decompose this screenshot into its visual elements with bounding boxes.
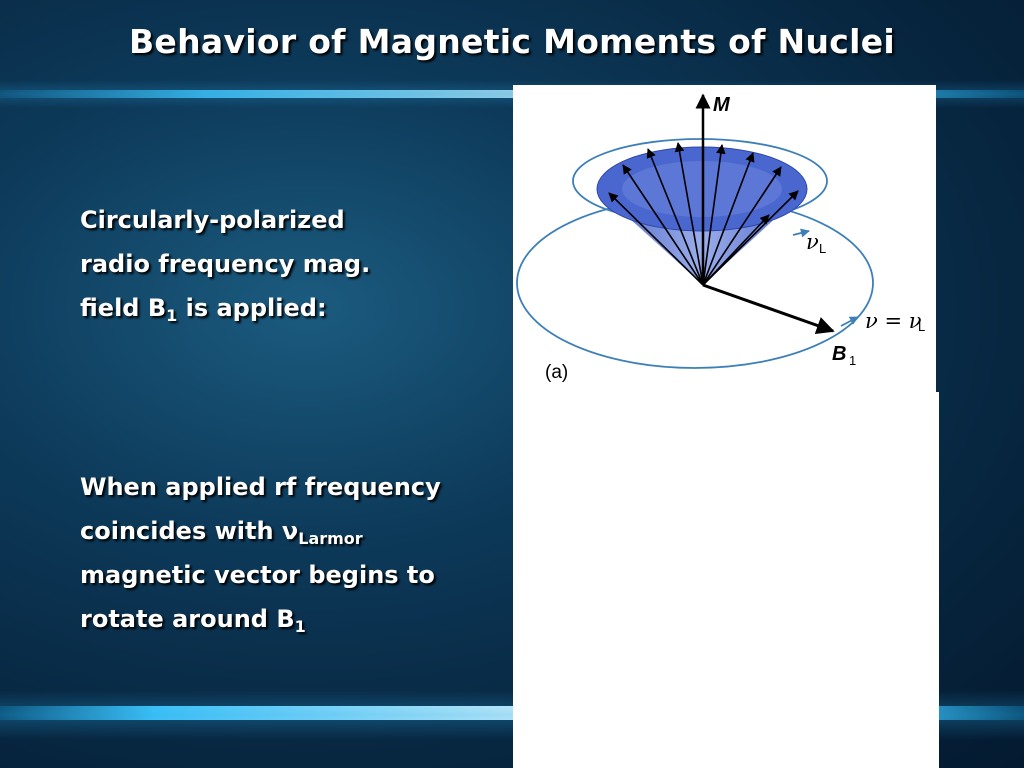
- slide-title: Behavior of Magnetic Moments of Nuclei: [128, 22, 896, 61]
- paragraph-resonance: When applied rf frequency coincides with…: [80, 465, 441, 641]
- paragraph2-line4: rotate around B1: [80, 597, 441, 641]
- small-orbit-arrow: [792, 228, 810, 238]
- label-b1-sub: 1: [849, 353, 856, 368]
- paragraph1-line3-sub: 1: [166, 306, 178, 325]
- paragraph-rf-field: Circularly-polarized radio frequency mag…: [80, 198, 370, 330]
- paragraph1-line3: field B1 is applied:: [80, 286, 370, 330]
- label-nu-larmor-sub: L: [819, 241, 826, 256]
- label-nu-larmor: ν: [806, 230, 819, 254]
- paragraph1-line3-b: is applied:: [177, 294, 327, 322]
- paragraph1-line2: radio frequency mag.: [80, 250, 371, 278]
- paragraph2-line2-sub: Larmor: [298, 529, 363, 548]
- paragraph2-line3: magnetic vector begins to: [80, 561, 435, 589]
- paragraph2-line2: coincides with νLarmor: [80, 509, 441, 553]
- label-nu-equals: ν = ν: [865, 309, 922, 333]
- paragraph1-line1: Circularly-polarized: [80, 206, 345, 234]
- large-orbit-arrow: [840, 316, 859, 327]
- b1-vector: [702, 283, 835, 335]
- label-panel-a: (a): [545, 362, 568, 383]
- precession-diagram: M ν L ν = ν L B 1 (a): [516, 93, 925, 383]
- label-nu-equals-sub: L: [918, 319, 925, 334]
- paragraph2-line4-a: rotate around B: [80, 605, 295, 633]
- top-light-streak: [0, 90, 1024, 98]
- paragraph2-line2-a: coincides with: [80, 517, 282, 545]
- figure-panel-bottom: [513, 392, 939, 768]
- precessing-vectors: [608, 142, 799, 286]
- paragraph1-line3-a: field B: [80, 294, 167, 322]
- paragraph2-line2-nu: ν: [281, 517, 299, 545]
- label-m: M: [713, 94, 731, 116]
- paragraph2-line4-sub: 1: [294, 617, 306, 636]
- label-b1: B: [832, 343, 846, 365]
- paragraph2-line1: When applied rf frequency: [80, 473, 441, 501]
